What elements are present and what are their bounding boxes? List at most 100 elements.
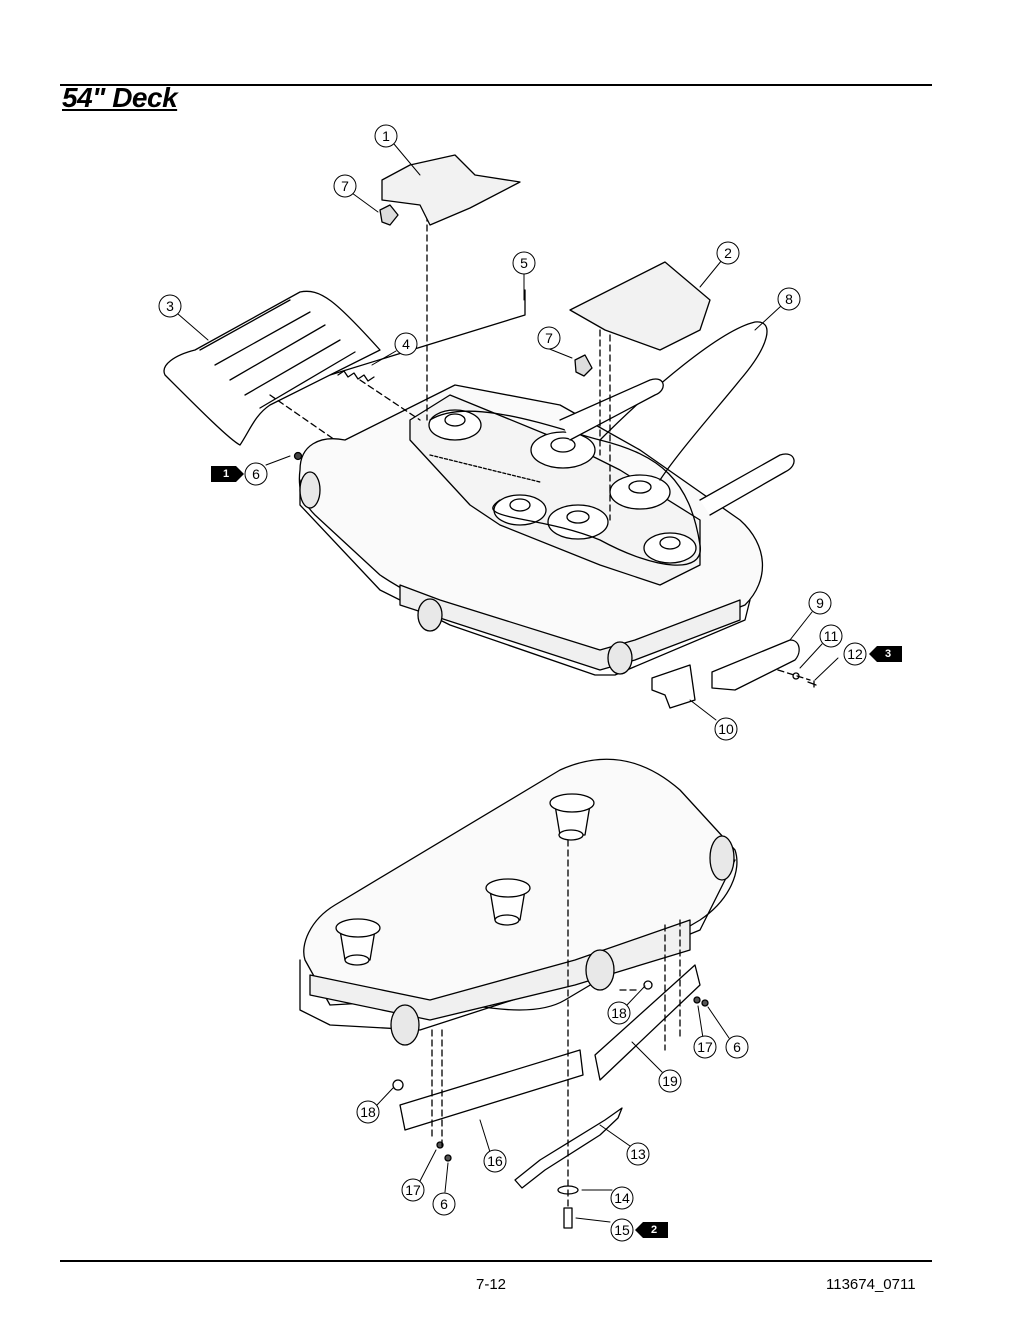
deck-underside-skirt: [299, 859, 736, 1031]
pin-part-18a: [392, 1079, 404, 1091]
nut-part-17b: [693, 996, 701, 1004]
document-id: 113674_0711: [826, 1276, 916, 1293]
svg-text:3: 3: [885, 648, 891, 660]
deck-underside-band: [309, 919, 691, 1021]
callout-7a: 7: [333, 174, 357, 198]
svg-text:6: 6: [440, 1196, 448, 1212]
nut-part-6c: [701, 999, 709, 1007]
bracket-part-9: [711, 639, 800, 691]
callout-8: 8: [777, 287, 801, 311]
callout-3: 3: [158, 294, 182, 318]
blade-part-13: [514, 1107, 623, 1189]
bolt-part-15: [563, 1207, 573, 1229]
callout-14: 14: [610, 1186, 634, 1210]
callout-17b: 17: [401, 1178, 425, 1202]
bolt-part-12: [807, 680, 817, 688]
side-roller-lower: [709, 835, 735, 881]
svg-text:17: 17: [697, 1039, 713, 1055]
svg-text:18: 18: [360, 1104, 376, 1120]
page-title: 54" Deck: [62, 82, 178, 113]
note-badge-1: 1: [211, 466, 244, 482]
svg-text:10: 10: [718, 721, 734, 737]
svg-text:9: 9: [816, 595, 824, 611]
svg-text:17: 17: [405, 1182, 421, 1198]
spindle-housing: [409, 394, 701, 586]
baffle-part-19: [594, 964, 701, 1081]
svg-text:4: 4: [402, 336, 410, 352]
alignment-lines-bottom: [431, 839, 681, 1211]
svg-text:12: 12: [847, 646, 863, 662]
bracket-part-10: [651, 664, 696, 709]
alignment-lines-top: [269, 214, 811, 681]
bottom-rule: [60, 1260, 932, 1262]
lift-arm-right: [699, 453, 795, 516]
svg-text:18: 18: [611, 1005, 627, 1021]
callout-6a: 6: [244, 462, 268, 486]
nut-part-6b: [444, 1154, 452, 1162]
baffle-part-16: [399, 1049, 584, 1131]
svg-text:6: 6: [252, 466, 260, 482]
callout-18a: 18: [607, 1001, 631, 1025]
nut-part-6a: [293, 451, 303, 461]
spindles: [335, 793, 595, 966]
callouts: 1 7 2 5 8 3 4 7 6 9 11 12 10 18 17 6 19 …: [158, 124, 867, 1242]
knob-part-7a: [379, 204, 399, 226]
svg-text:16: 16: [487, 1153, 503, 1169]
svg-text:1: 1: [382, 128, 390, 144]
page-number: 7-12: [476, 1276, 507, 1293]
lift-arm-left: [559, 378, 664, 441]
svg-text:3: 3: [166, 298, 174, 314]
svg-text:6: 6: [733, 1039, 741, 1055]
note-badges: 1 3 2: [211, 466, 902, 1238]
svg-text:8: 8: [785, 291, 793, 307]
discharge-chute: [163, 290, 381, 446]
svg-text:7: 7: [545, 330, 553, 346]
chain: [429, 454, 541, 483]
svg-text:11: 11: [824, 628, 839, 644]
shield-part-1: [381, 154, 521, 226]
callout-16: 16: [483, 1149, 507, 1173]
callout-9: 9: [808, 591, 832, 615]
svg-text:19: 19: [662, 1073, 678, 1089]
rod-part-5: [329, 289, 526, 376]
pin-part-18b: [643, 980, 653, 990]
leader-lines: [177, 143, 839, 1223]
svg-text:15: 15: [614, 1222, 630, 1238]
callout-4: 4: [394, 332, 418, 356]
front-roller-left: [417, 598, 443, 632]
spring-part-4: [337, 370, 375, 382]
svg-text:2: 2: [651, 1224, 657, 1236]
side-roller: [299, 471, 321, 509]
callout-5: 5: [512, 251, 536, 275]
callout-2: 2: [716, 241, 740, 265]
note-badge-3: 3: [869, 646, 902, 662]
callout-17a: 17: [693, 1035, 717, 1059]
note-badge-2: 2: [635, 1222, 668, 1238]
callout-19: 19: [658, 1069, 682, 1093]
svg-text:13: 13: [630, 1146, 646, 1162]
chute-ribs: [199, 299, 356, 409]
cover-part-2: [569, 261, 711, 351]
callout-12: 12: [843, 642, 867, 666]
top-rule: [60, 84, 932, 86]
callout-18b: 18: [356, 1100, 380, 1124]
callout-15: 15: [610, 1218, 634, 1242]
pulleys: [428, 409, 697, 564]
callout-6b: 6: [725, 1035, 749, 1059]
callout-1: 1: [374, 124, 398, 148]
svg-text:5: 5: [520, 255, 528, 271]
callout-11: 11: [819, 624, 843, 648]
callout-13: 13: [626, 1142, 650, 1166]
callout-10: 10: [714, 717, 738, 741]
deck-skirt: [299, 479, 751, 676]
lower-deck-assembly: [299, 758, 738, 1229]
drive-belt: [429, 410, 701, 566]
upper-deck-assembly: [163, 154, 817, 709]
front-roller-right: [607, 641, 633, 675]
svg-text:2: 2: [724, 245, 732, 261]
svg-text:1: 1: [223, 468, 229, 480]
washer-part-11: [792, 672, 800, 680]
rear-roller-left: [390, 1004, 420, 1046]
svg-text:14: 14: [614, 1190, 630, 1206]
